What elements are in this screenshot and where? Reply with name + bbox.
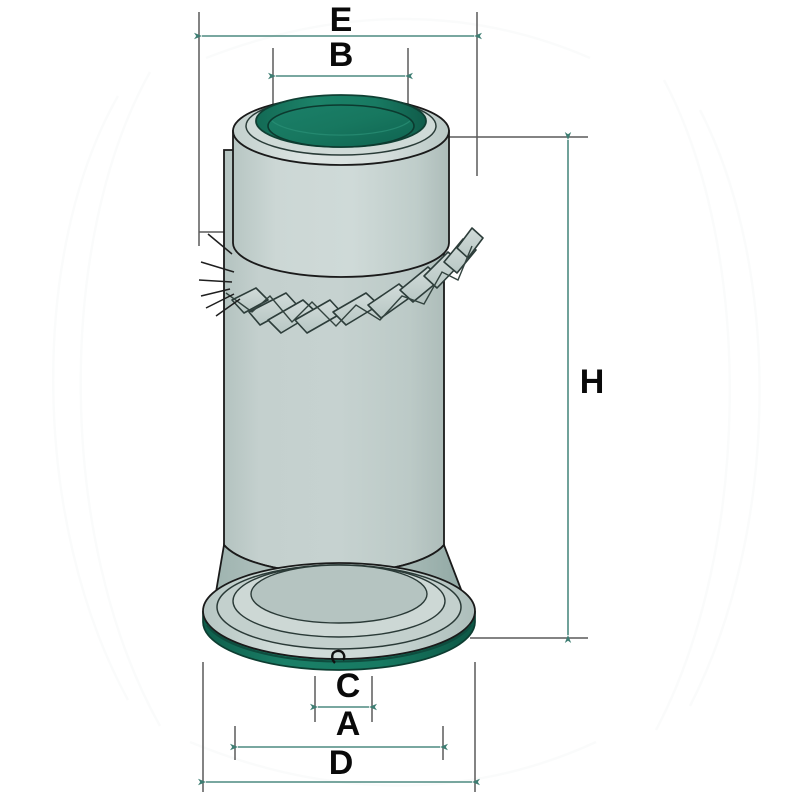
base-center-notch [331,649,346,664]
top-bore-opening [267,104,415,148]
flange-bottom-lip [206,624,472,663]
dim-label-d: D [329,744,354,782]
dim-label-a: A [336,705,361,743]
dimension-labels: E B H C A D [329,1,605,782]
locking-tab-band [231,227,484,334]
bore-highlight-arc [271,120,411,136]
filter-element-body [198,94,484,671]
dimension-lines [194,32,572,786]
dim-label-c: C [336,667,361,705]
dim-label-b: B [329,36,354,74]
left-hatch-leaders [198,233,241,317]
flange-ring-inner [250,564,428,624]
dim-label-e: E [330,1,353,39]
background-watermark [52,17,761,787]
tab-band-seam [225,245,473,328]
tab-1 [231,287,269,314]
top-collar-wall [232,130,450,278]
reference-lines [198,12,588,792]
dim-label-h: H [580,363,605,401]
tab-10 [456,227,484,259]
